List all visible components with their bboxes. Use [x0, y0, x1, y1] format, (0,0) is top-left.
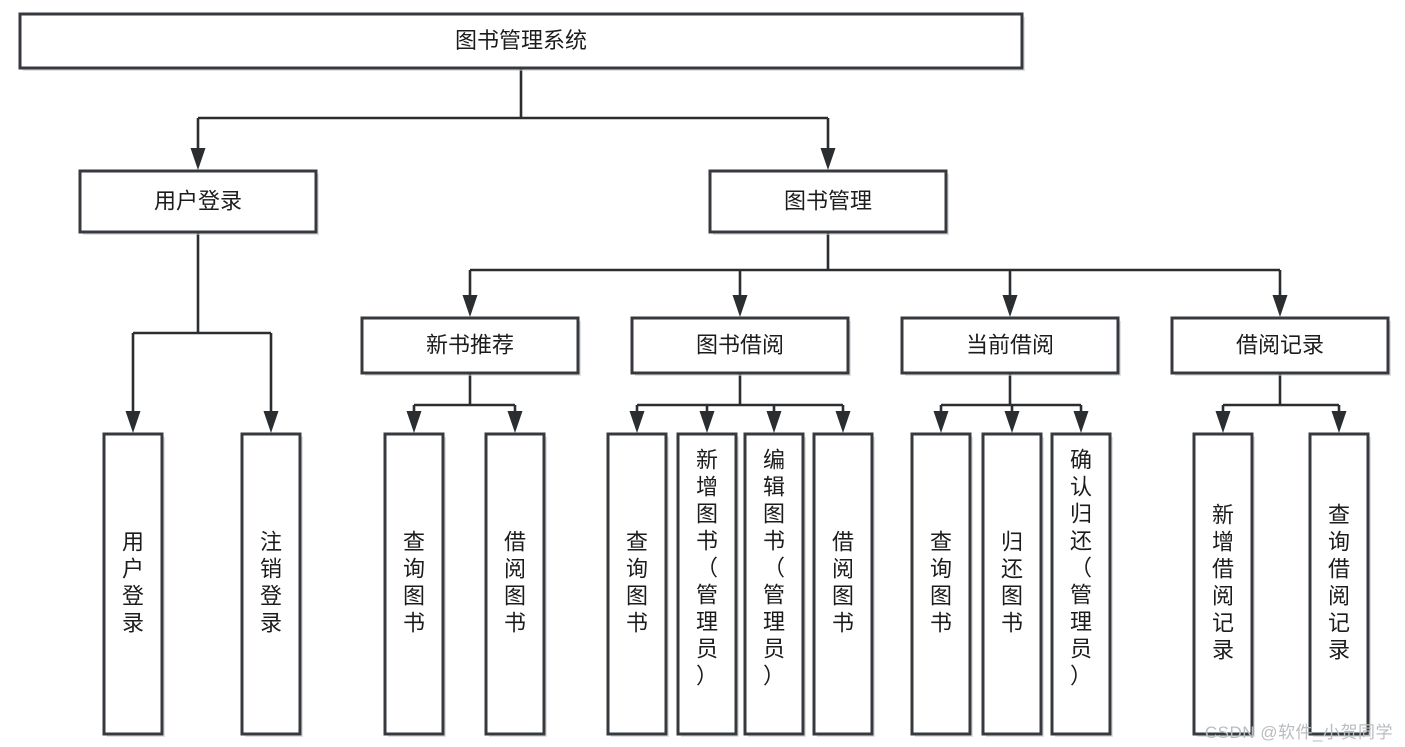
node-bk-borrow[interactable]: 借阅图书: [812, 432, 875, 737]
node-box[interactable]: [78, 169, 318, 234]
node-box[interactable]: [606, 432, 668, 736]
node-box[interactable]: [708, 169, 948, 234]
connector-group-current: [933, 373, 1089, 433]
node-label: 借阅记录: [1236, 332, 1324, 357]
node-label: 图书管理: [784, 188, 872, 213]
node-box[interactable]: [630, 316, 850, 375]
node-userlogin[interactable]: 用户登录: [102, 432, 165, 737]
node-box[interactable]: [900, 316, 1120, 375]
arrow-head-icon: [1331, 411, 1347, 433]
connector-group-borrow: [629, 373, 851, 433]
node-bookmgmt[interactable]: 图书管理: [708, 169, 949, 235]
arrow-head-icon: [190, 148, 206, 170]
node-box[interactable]: [910, 432, 972, 736]
node-root[interactable]: 图书管理系统: [18, 12, 1025, 71]
node-box[interactable]: [383, 432, 445, 736]
arrow-head-icon: [1215, 411, 1231, 433]
arrow-head-icon: [1073, 411, 1089, 433]
node-box[interactable]: [1170, 316, 1390, 375]
node-box[interactable]: [1192, 432, 1254, 736]
node-nb-borrow[interactable]: 借阅图书: [484, 432, 547, 737]
arrow-head-icon: [125, 411, 141, 433]
node-label: 当前借阅: [966, 332, 1054, 357]
node-bk-edit[interactable]: 编辑图书（管理员）: [743, 432, 806, 737]
node-label: 确认归还（管理员）: [1070, 447, 1092, 688]
node-label: 查询图书: [626, 529, 648, 635]
node-label: 编辑图书（管理员）: [763, 447, 785, 688]
node-box[interactable]: [360, 316, 580, 375]
node-layer: 图书管理系统用户登录图书管理新书推荐图书借阅当前借阅借阅记录用户登录注销登录查询…: [18, 12, 1391, 737]
arrow-head-icon: [462, 295, 478, 317]
node-label: 注销登录: [260, 529, 282, 635]
connector-group-login: [125, 232, 279, 433]
arrow-head-icon: [406, 411, 422, 433]
node-label: 新增借阅记录: [1212, 502, 1234, 662]
node-box[interactable]: [812, 432, 874, 736]
node-label: 查询图书: [403, 529, 425, 635]
node-nb-query[interactable]: 查询图书: [383, 432, 446, 737]
node-rec-add[interactable]: 新增借阅记录: [1192, 432, 1255, 737]
node-box[interactable]: [743, 432, 805, 736]
node-box[interactable]: [18, 12, 1024, 70]
node-box[interactable]: [240, 432, 302, 736]
connector-group-records: [1215, 373, 1347, 433]
node-login[interactable]: 用户登录: [78, 169, 319, 235]
node-rec-query[interactable]: 查询借阅记录: [1308, 432, 1371, 737]
arrow-head-icon: [820, 148, 836, 170]
connector-group-newbook: [406, 373, 523, 433]
connector-group-root: [190, 68, 836, 170]
node-cur-return[interactable]: 归还图书: [981, 432, 1044, 737]
node-label: 查询图书: [930, 529, 952, 635]
node-box[interactable]: [1050, 432, 1112, 736]
node-label: 图书管理系统: [455, 28, 587, 53]
node-records[interactable]: 借阅记录: [1170, 316, 1391, 376]
arrow-head-icon: [699, 411, 715, 433]
node-borrow[interactable]: 图书借阅: [630, 316, 851, 376]
node-label: 借阅图书: [504, 529, 526, 635]
arrow-head-icon: [933, 411, 949, 433]
arrow-head-icon: [1272, 295, 1288, 317]
connector-layer: [125, 68, 1347, 433]
node-bk-add[interactable]: 新增图书（管理员）: [676, 432, 739, 737]
node-box[interactable]: [676, 432, 738, 736]
node-box[interactable]: [484, 432, 546, 736]
node-box[interactable]: [981, 432, 1043, 736]
node-box[interactable]: [1308, 432, 1370, 736]
connector-group-bookmgmt: [462, 232, 1288, 317]
node-label: 用户登录: [154, 188, 242, 213]
node-cur-query[interactable]: 查询图书: [910, 432, 973, 737]
arrow-head-icon: [1002, 295, 1018, 317]
arrow-head-icon: [766, 411, 782, 433]
arrow-head-icon: [835, 411, 851, 433]
node-label: 用户登录: [122, 529, 144, 635]
node-cur-confirm[interactable]: 确认归还（管理员）: [1050, 432, 1113, 737]
node-bk-query[interactable]: 查询图书: [606, 432, 669, 737]
arrow-head-icon: [1004, 411, 1020, 433]
arrow-head-icon: [629, 411, 645, 433]
node-label: 归还图书: [1001, 529, 1023, 635]
node-box[interactable]: [102, 432, 164, 736]
arrow-head-icon: [732, 295, 748, 317]
node-newbook[interactable]: 新书推荐: [360, 316, 581, 376]
node-logout[interactable]: 注销登录: [240, 432, 303, 737]
arrow-head-icon: [263, 411, 279, 433]
watermark-text: CSDN @软件_小贺同学: [1204, 723, 1393, 742]
node-label: 查询借阅记录: [1328, 502, 1350, 662]
node-label: 借阅图书: [832, 529, 854, 635]
node-label: 新增图书（管理员）: [696, 447, 718, 688]
node-label: 图书借阅: [696, 332, 784, 357]
node-current[interactable]: 当前借阅: [900, 316, 1121, 376]
node-label: 新书推荐: [426, 332, 514, 357]
arrow-head-icon: [507, 411, 523, 433]
